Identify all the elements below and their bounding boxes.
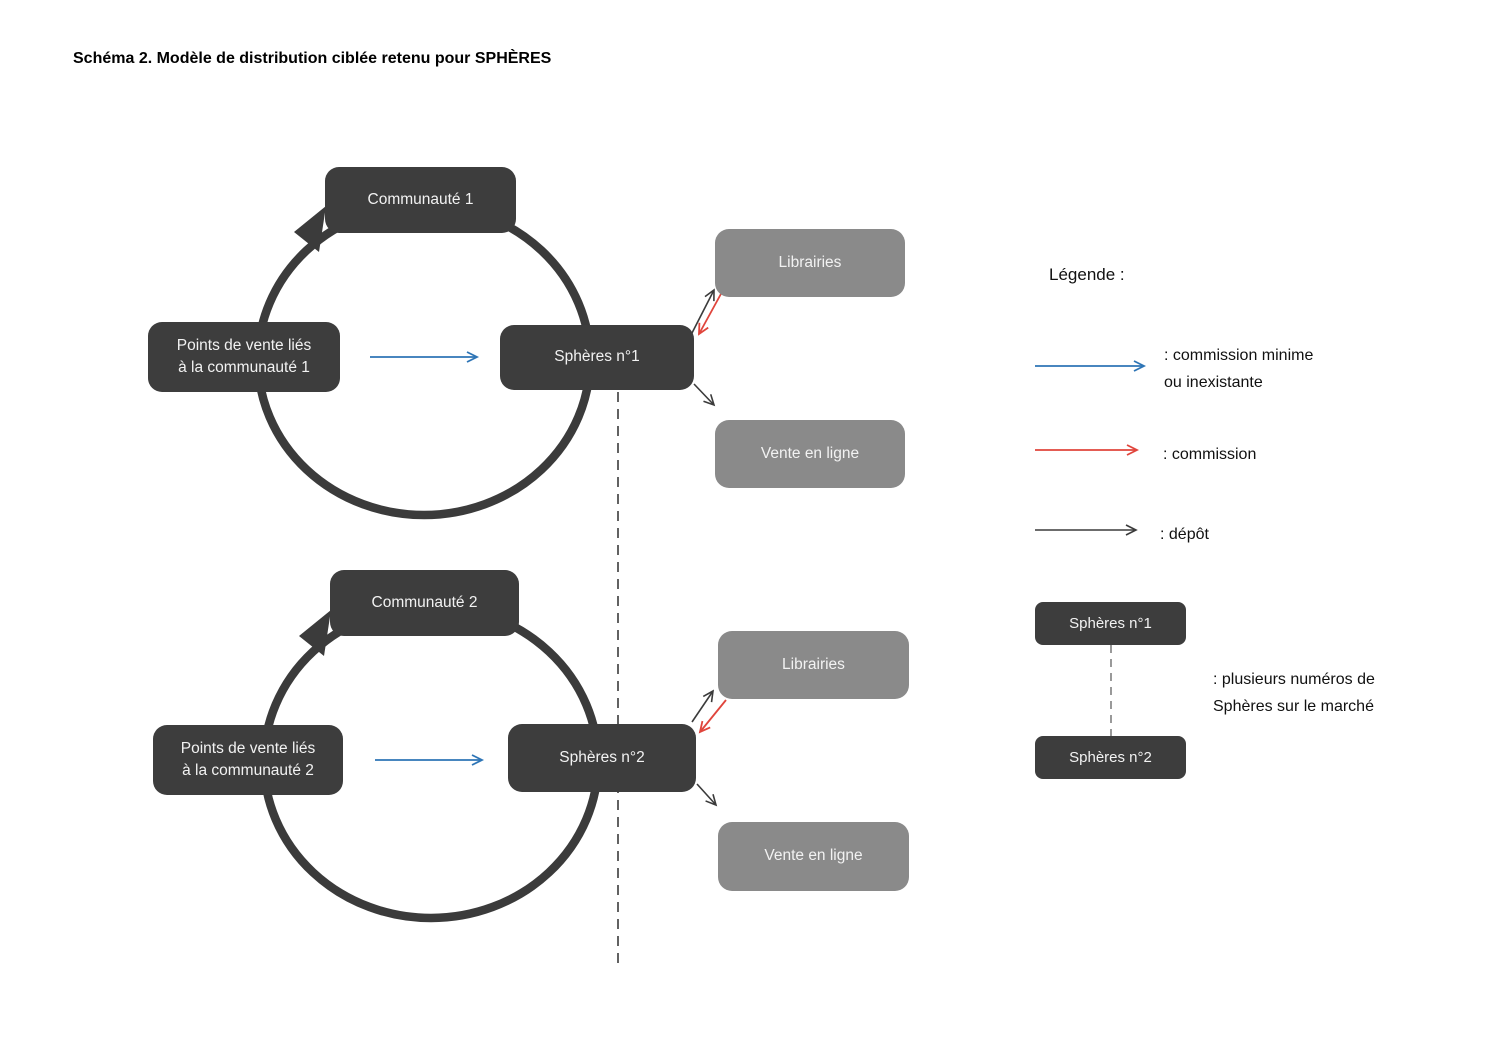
commission-arrow-librairies-1 <box>698 291 723 336</box>
legend-blue-label-line1: : commission minime <box>1164 347 1314 364</box>
vente-en-ligne-2-label: Vente en ligne <box>764 847 863 865</box>
points-vente-1-label-line1: Points de vente liés <box>176 336 312 354</box>
depot-arrow-librairies-1 <box>691 288 715 334</box>
librairies-1-box: Librairies <box>715 229 905 297</box>
cycle2-ring-arrowhead-icon <box>299 610 331 656</box>
spheres-1-box: Sphères n°1 <box>500 325 694 390</box>
points-vente-1-box: Points de vente liés à la communauté 1 <box>148 322 340 392</box>
legend-blue-label-line2: ou inexistante <box>1164 374 1263 391</box>
community-2-box: Communauté 2 <box>330 570 519 636</box>
depot-arrow-vente-1 <box>693 383 716 407</box>
points-vente-1-label-line2: à la communauté 1 <box>178 359 310 376</box>
community-1-label: Communauté 1 <box>367 190 474 208</box>
legend-title: Légende : <box>1049 265 1125 284</box>
librairies-2-box: Librairies <box>718 631 909 699</box>
legend-black-label: : dépôt <box>1160 526 1209 543</box>
commission-arrow-librairies-2 <box>698 699 727 734</box>
legend-blue-label: : commission minime ou inexistante <box>1164 342 1313 396</box>
spheres-2-box: Sphères n°2 <box>508 724 696 792</box>
legend-spheres-2-label: Sphères n°2 <box>1069 748 1152 766</box>
legend-red-label: : commission <box>1163 446 1257 463</box>
legend-dashed-label-line2: Sphères sur le marché <box>1213 698 1374 715</box>
legend-spheres-2-box: Sphères n°2 <box>1035 736 1186 779</box>
community-1-box: Communauté 1 <box>325 167 516 233</box>
community-2-label: Communauté 2 <box>371 593 478 611</box>
cycle1-ring-arrowhead-icon <box>294 206 326 252</box>
legend-dashed-label-line1: : plusieurs numéros de <box>1213 671 1375 688</box>
spheres-2-label: Sphères n°2 <box>559 748 645 766</box>
vente-en-ligne-1-box: Vente en ligne <box>715 420 905 488</box>
depot-arrow-vente-2 <box>696 783 718 807</box>
spheres-1-label: Sphères n°1 <box>554 348 640 366</box>
librairies-1-label: Librairies <box>778 253 842 271</box>
vente-en-ligne-2-box: Vente en ligne <box>718 822 909 891</box>
librairies-2-label: Librairies <box>782 655 845 673</box>
points-vente-2-label-line2: à la communauté 2 <box>182 762 314 779</box>
legend-spheres-1-box: Sphères n°1 <box>1035 602 1186 645</box>
vente-en-ligne-1-label: Vente en ligne <box>760 444 860 462</box>
points-vente-2-label-line1: Points de vente liés <box>180 739 316 757</box>
points-vente-2-box: Points de vente liés à la communauté 2 <box>153 725 343 795</box>
depot-arrow-librairies-2 <box>691 689 715 723</box>
legend-dashed-label: : plusieurs numéros de Sphères sur le ma… <box>1213 666 1375 720</box>
page-title: Schéma 2. Modèle de distribution ciblée … <box>73 50 552 67</box>
legend-spheres-1-label: Sphères n°1 <box>1069 614 1152 632</box>
